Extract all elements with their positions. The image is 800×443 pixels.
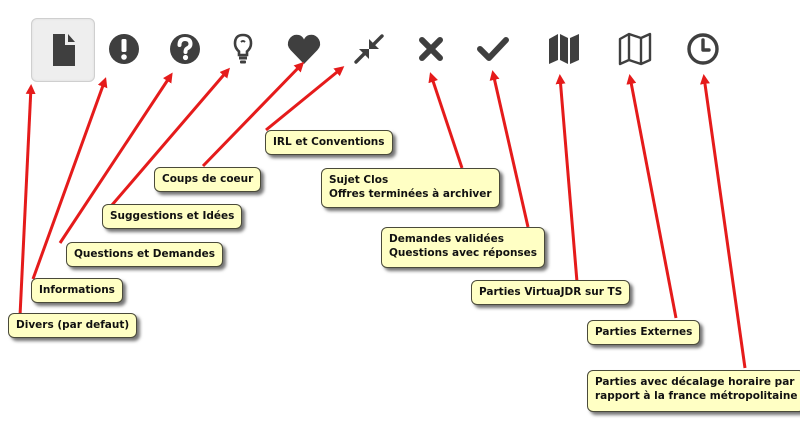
clock-icon [672,18,734,80]
close-icon [400,18,462,80]
arrow-sujet-clos [428,72,464,169]
label-parties-externes: Parties Externes [587,320,701,345]
file-icon [31,18,95,82]
map-filled-icon [533,18,595,80]
label-parties-virtuajdr: Parties VirtuaJDR sur TS [471,280,631,305]
check-icon [462,18,524,80]
exclamation-icon [93,18,155,80]
label-coups-de-coeur: Coups de coeur [154,167,262,192]
arrow-decalage-horaire [700,74,747,369]
label-divers: Divers (par defaut) [8,313,138,338]
label-sujet-clos: Sujet Clos Offres terminées à archiver [321,168,500,208]
label-questions-demandes: Questions et Demandes [66,242,224,267]
arrow-divers [18,84,36,317]
label-irl-conventions: IRL et Conventions [265,130,393,155]
label-decalage-horaire: Parties avec décalage horaire par rappor… [587,370,800,412]
arrow-virtuajdr [555,74,579,283]
label-demandes-validees: Demandes validées Questions avec réponse… [381,227,546,268]
compress-icon [338,18,400,80]
arrow-parties-externes [626,74,678,319]
label-suggestions-idees: Suggestions et Idées [102,204,243,229]
map-outline-icon [604,18,666,80]
heart-icon [273,18,335,80]
label-informations: Informations [31,278,123,303]
lightbulb-icon [212,18,274,80]
question-icon [154,18,216,80]
